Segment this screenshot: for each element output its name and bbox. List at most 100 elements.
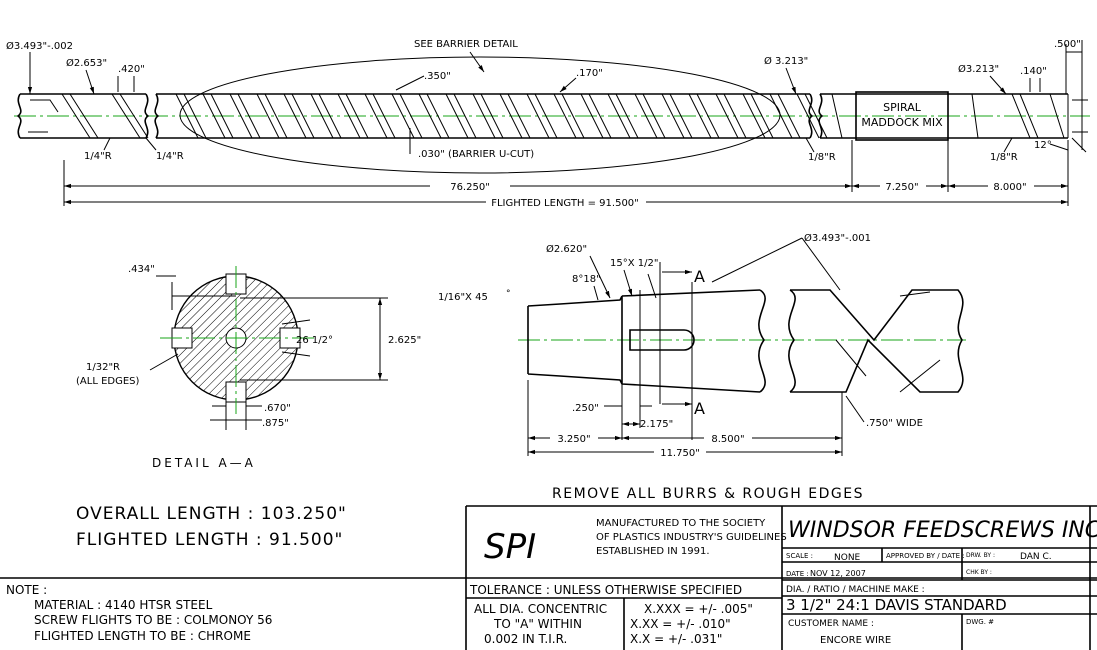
tolerance-1: X.XXX = +/- .005" xyxy=(644,602,753,616)
radius-right: 1/8"R xyxy=(990,152,1018,163)
barrier-ucut-note: .030" (BARRIER U-CUT) xyxy=(418,149,534,160)
dim-flight-140: .140" xyxy=(1020,66,1047,77)
dim-barrier-end-diameter: Ø 3.213" xyxy=(764,55,808,67)
dim-250: .250" xyxy=(572,403,599,414)
barrier-flight-line xyxy=(256,93,288,139)
note-flights: SCREW FLIGHTS TO BE : COLMONOY 56 xyxy=(34,613,272,627)
barrier-flight-line xyxy=(742,93,774,139)
radius-mid: 1/8"R xyxy=(808,152,836,163)
tip-chamfer: 1/16"X 45 xyxy=(438,292,488,303)
spi-line-2: OF PLASTICS INDUSTRY'S GUIDELINES xyxy=(596,532,787,543)
barrier-flight-line xyxy=(634,93,666,139)
company-name: WINDSOR FEEDSCREWS INC. xyxy=(788,518,1097,543)
dim-76250: 76.250" xyxy=(450,182,490,193)
chamfer-15: 15°X 1/2" xyxy=(610,258,658,269)
dim-670: .670" xyxy=(264,403,291,414)
barrier-flight-line xyxy=(688,93,720,139)
barrier-flight-line xyxy=(418,93,450,139)
concentric-2: TO "A" WITHIN xyxy=(493,617,582,631)
dim-7250: 7.250" xyxy=(885,182,918,193)
tip-degree: ° xyxy=(506,289,511,299)
tolerance-3: X.X = +/- .031" xyxy=(630,632,722,646)
note-header: NOTE : xyxy=(6,583,47,597)
radius-left-2: 1/4"R xyxy=(156,151,184,162)
angle-26: 26 1/2° xyxy=(296,335,333,346)
flight-wide: .750" WIDE xyxy=(866,418,923,429)
spi-line-3: ESTABLISHED IN 1991. xyxy=(596,546,710,557)
edge-radius-1: 1/32"R xyxy=(86,362,120,373)
scale-label: SCALE : xyxy=(786,552,813,560)
dwg-label: DWG. # xyxy=(966,618,994,626)
dim-8500: 8.500" xyxy=(711,434,744,445)
dim-barrier-flight: .350" xyxy=(424,71,451,82)
shank-body xyxy=(527,289,761,393)
dim-2175: 2.175" xyxy=(640,419,673,430)
date-value: NOV 12, 2007 xyxy=(810,569,866,578)
screw-feed-section xyxy=(16,93,150,139)
edge-radius-2: (ALL EDGES) xyxy=(76,376,139,387)
section-mark-top: A xyxy=(694,267,705,286)
dim-metering-diameter: Ø3.213" xyxy=(958,63,999,75)
customer-label: CUSTOMER NAME : xyxy=(788,619,874,629)
dim-pitch-170: .170" xyxy=(576,68,603,79)
note-flighted: FLIGHTED LENGTH TO BE : CHROME xyxy=(34,629,251,643)
main-screw-view: SPIRAL MADDOCK MIX Ø3.493"-.002 Ø2.653" … xyxy=(6,39,1090,209)
dia-label: DIA. / RATIO / MACHINE MAKE : xyxy=(786,585,925,595)
section-mark-bottom: A xyxy=(694,399,705,418)
detail-aa-section: .434" 2.625" 26 1/2° 1/32"R (ALL EDGES) … xyxy=(76,264,421,470)
barrier-flight-line xyxy=(769,93,801,139)
barrier-flight-line xyxy=(283,93,315,139)
dim-3250: 3.250" xyxy=(557,434,590,445)
keyway xyxy=(629,329,695,351)
dim-root-diameter: Ø2.653" xyxy=(66,57,107,69)
barrier-flight-line xyxy=(661,93,693,139)
tolerance-header: TOLERANCE : UNLESS OTHERWISE SPECIFIED xyxy=(469,583,742,597)
spi-logo: SPI xyxy=(484,527,536,567)
barrier-flight-line xyxy=(526,93,558,139)
dim-flight-width: .420" xyxy=(118,64,145,75)
barrier-flight-line xyxy=(310,93,342,139)
concentric-3: 0.002 IN T.I.R. xyxy=(484,632,567,646)
barrier-flight-line xyxy=(796,93,828,139)
feed-flights xyxy=(28,93,149,139)
barrier-flight-line xyxy=(337,93,369,139)
shank-view: Ø2.620" 15°X 1/2" 8°18" 1/16"X 45 ° Ø3.4… xyxy=(438,232,966,459)
dim-tip-length: .500" xyxy=(1054,39,1081,50)
dim-434: .434" xyxy=(128,264,155,275)
flighted-length-text: FLIGHTED LENGTH : 91.500" xyxy=(76,530,343,550)
barrier-flight-line xyxy=(229,93,261,139)
maddock-label-2: MADDOCK MIX xyxy=(861,116,943,129)
title-block: SPI MANUFACTURED TO THE SOCIETY OF PLAST… xyxy=(466,505,1097,650)
maddock-label-1: SPIRAL xyxy=(883,101,922,114)
scale-value: NONE xyxy=(834,553,861,563)
barrier-flights xyxy=(175,93,828,139)
angle-818: 8°18" xyxy=(572,274,601,285)
tolerance-2: X.XX = +/- .010" xyxy=(630,617,731,631)
dim-feed-diameter: Ø3.493"-.002 xyxy=(6,40,73,52)
see-barrier-detail: SEE BARRIER DETAIL xyxy=(414,39,518,50)
spi-line-1: MANUFACTURED TO THE SOCIETY xyxy=(596,518,766,529)
remove-burrs-note: REMOVE ALL BURRS & ROUGH EDGES xyxy=(552,486,864,502)
date-label: DATE : xyxy=(786,570,809,578)
barrier-flight-line xyxy=(580,93,612,139)
screw-barrier-section xyxy=(154,93,814,139)
barrier-flight-line xyxy=(202,93,234,139)
customer-value: ENCORE WIRE xyxy=(820,635,891,646)
barrier-flight-line xyxy=(472,93,504,139)
drw-value: DAN C. xyxy=(1020,552,1052,562)
dia-value: 3 1/2" 24:1 DAVIS STANDARD xyxy=(786,596,1007,614)
flighted-length-dim: FLIGHTED LENGTH = 91.500" xyxy=(491,198,639,209)
screw-mixer-section xyxy=(818,93,1068,139)
concentric-1: ALL DIA. CONCENTRIC xyxy=(474,602,607,616)
dim-11750: 11.750" xyxy=(660,448,700,459)
metering-flights xyxy=(831,93,1069,139)
barrier-flight-line xyxy=(445,93,477,139)
dim-shank-diameter: Ø2.620" xyxy=(546,243,587,255)
barrier-flight-line xyxy=(607,93,639,139)
maddock-mixer-box xyxy=(855,91,949,141)
shank-break-2 xyxy=(788,289,796,393)
note-material: MATERIAL : 4140 HTSR STEEL xyxy=(34,598,213,612)
barrier-flight-line xyxy=(175,93,207,139)
approved-label: APPROVED BY / DATE : xyxy=(886,552,965,560)
